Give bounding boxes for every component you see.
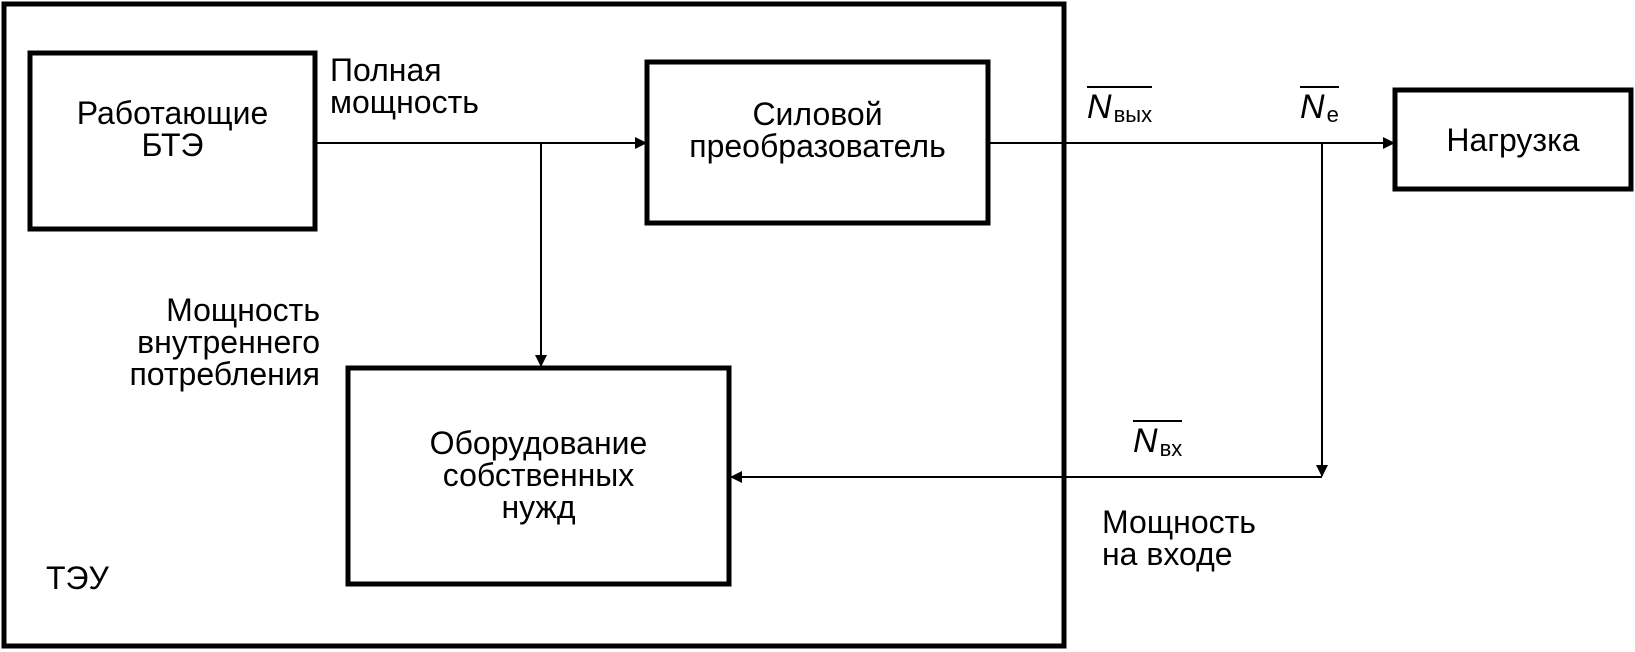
auxiliary-equipment-label: Оборудование собственных нужд [429,425,648,525]
fuel-cells-label: Работающие БТЭ [76,95,269,163]
n-out-symbol: Nвых [1087,86,1153,132]
power-converter-label: Силовой преобразователь [689,96,946,164]
auxiliary-equipment-block [345,365,732,587]
n-e-symbol: Nе [1300,86,1339,132]
n-in-symbol: Nвх [1133,420,1183,466]
load-label: Нагрузка [1446,122,1580,158]
system-label: ТЭУ [46,560,109,596]
fuel-cells-block [27,50,318,232]
load-block [1392,87,1634,192]
input-power-label: Мощность на входе [1102,504,1256,572]
full-power-label: Полная мощность [330,52,479,120]
teu-boundary [1,1,1067,649]
internal-consumption-label: Мощность внутреннего потребления [129,292,320,392]
